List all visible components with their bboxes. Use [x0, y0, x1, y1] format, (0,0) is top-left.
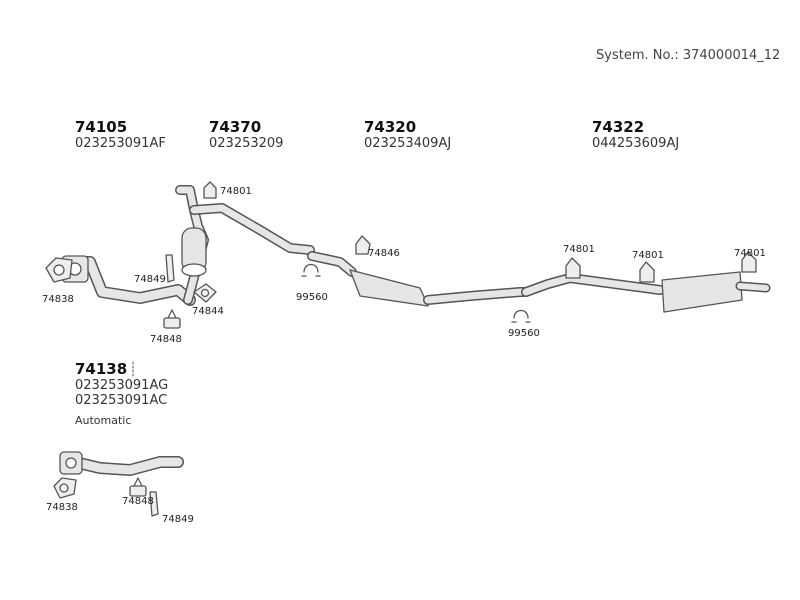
label-74848: 74848 — [122, 496, 154, 507]
gasket-74838-icon — [53, 477, 77, 499]
center-silencer-74320 — [307, 251, 530, 307]
part-number: 74370 — [209, 118, 262, 136]
label-74838: 74838 — [42, 294, 74, 305]
middle-pipe-74370 — [175, 185, 315, 305]
part-number: 74105 — [75, 118, 128, 136]
label-99560: 99560 — [296, 292, 328, 303]
label-74801: 74801 — [220, 186, 252, 197]
front-pipe-74138 — [59, 451, 184, 476]
part-number: 74138 — [75, 360, 128, 378]
clamp-99560-icon — [301, 263, 321, 277]
label-74844: 74844 — [192, 306, 224, 317]
label-74801: 74801 — [563, 244, 595, 255]
hanger-74801-icon — [565, 257, 581, 279]
hanger-74846-icon — [355, 235, 371, 255]
bracket-74849-icon — [149, 491, 159, 517]
oem-number: 044253609AJ — [592, 136, 680, 151]
gasket-74838-icon — [45, 257, 73, 283]
part-number: 74322 — [592, 118, 645, 136]
oem-number: 023253409AJ — [364, 136, 452, 151]
oem-number: 023253091AC — [75, 393, 168, 408]
oem-number: 023253209 — [209, 136, 284, 151]
part-group-74320: 74320 023253409AJ — [364, 118, 451, 151]
part-group-74105: 74105 023253091AF — [75, 118, 166, 151]
mount-74848-icon — [163, 309, 181, 329]
label-74846: 74846 — [368, 248, 400, 259]
label-74848: 74848 — [150, 334, 182, 345]
label-74801: 74801 — [632, 250, 664, 261]
oem-number: 023253091AF — [75, 136, 166, 151]
part-group-74370: 74370 023253209 — [209, 118, 283, 151]
label-74849: 74849 — [134, 274, 166, 285]
hanger-74801-icon — [741, 251, 757, 273]
part-group-74322: 74322 044253609AJ — [592, 118, 679, 151]
label-74838: 74838 — [46, 502, 78, 513]
mount-74848-icon — [129, 477, 147, 497]
part-number: 74320 — [364, 118, 417, 136]
clamp-99560-icon — [511, 309, 531, 323]
label-74849: 74849 — [162, 514, 194, 525]
gasket-74844-icon — [193, 283, 217, 303]
transmission-note: Automatic — [75, 414, 132, 427]
oem-number: 023253091AG — [75, 378, 169, 393]
bracket-74849-icon — [165, 254, 175, 283]
hanger-74801-icon — [639, 261, 655, 283]
label-74801: 74801 — [734, 248, 766, 259]
hanger-74801-icon — [203, 181, 217, 199]
part-group-74138: 74138 023253091AG 023253091AC Automatic — [75, 360, 168, 427]
system-number: System. No.: 374000014_12 — [596, 48, 781, 63]
label-99560: 99560 — [508, 328, 540, 339]
